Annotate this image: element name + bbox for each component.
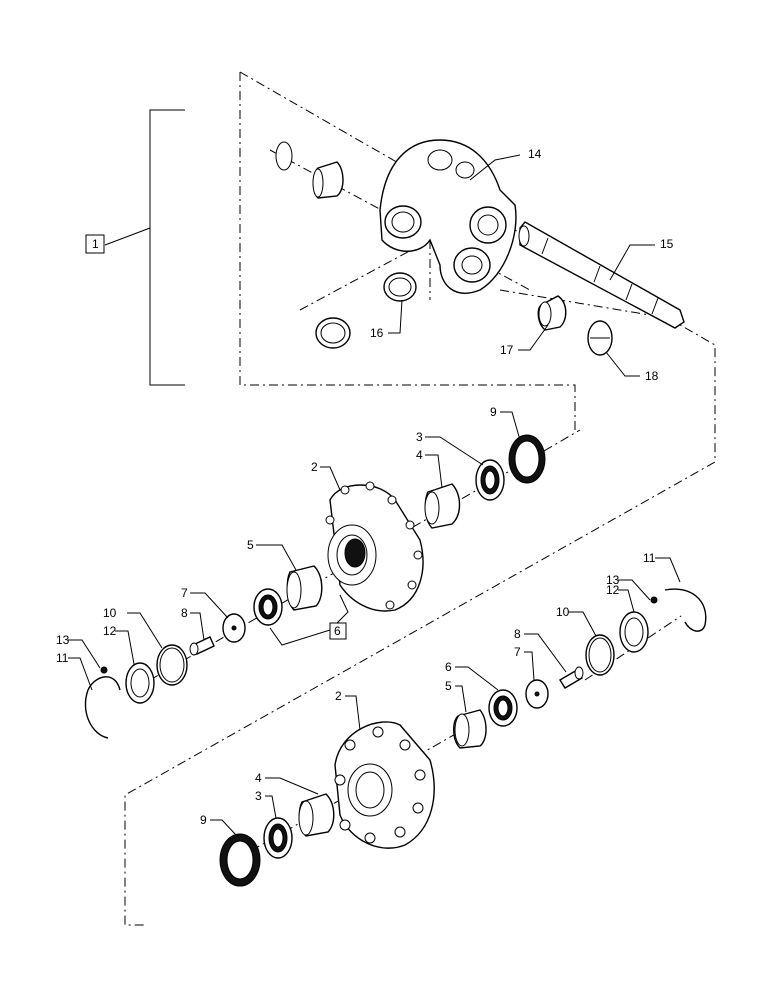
bolt-8-right [559, 666, 584, 689]
callout-10-right: 10 [556, 605, 570, 619]
callout-14: 14 [528, 147, 542, 161]
seal-ring-lower-left [315, 317, 351, 349]
callout-18: 18 [645, 369, 659, 383]
callout-12-right: 12 [606, 583, 620, 597]
callout-labels: 1 14 15 16 17 18 9 3 4 2 5 6 7 8 10 12 1… [56, 147, 674, 827]
callout-9-upper: 9 [490, 405, 497, 419]
callout-2-lower: 2 [335, 689, 342, 703]
pivot-shaft [518, 221, 685, 329]
callout-4-upper: 4 [416, 448, 423, 462]
bearing-cup-4-upper [424, 483, 461, 529]
callout-17: 17 [500, 343, 514, 357]
bearing-cup-5-lower [453, 709, 487, 749]
bearing-cone-3-upper [475, 459, 505, 501]
washer-7-upper [222, 613, 246, 643]
callout-1: 1 [92, 237, 99, 251]
callout-13-right: 13 [606, 573, 620, 587]
seal-9-lower [219, 833, 261, 887]
callout-3-lower: 3 [255, 789, 262, 803]
snap-ring-11-upper [84, 676, 121, 739]
callout-10-upper: 10 [103, 606, 117, 620]
callout-7-right: 7 [514, 645, 521, 659]
callout-16: 16 [370, 326, 384, 340]
callout-8-upper: 8 [181, 606, 188, 620]
callout-7-upper: 7 [181, 586, 188, 600]
callout-5-lower: 5 [445, 679, 452, 693]
bushing-upper-left [275, 141, 344, 199]
bearing-cone-6-upper [253, 588, 283, 626]
callout-2-upper: 2 [311, 460, 318, 474]
seal-ring-16 [383, 272, 417, 302]
plug-18 [587, 320, 613, 356]
callout-box-6 [329, 622, 347, 640]
wheel-hub-lower [334, 721, 435, 849]
assembly-bracket [85, 109, 185, 386]
washer-7-right [525, 679, 549, 709]
cap-12-right [619, 611, 649, 653]
pivot-bracket [379, 139, 517, 294]
callout-box-1 [85, 234, 105, 254]
callout-3-upper: 3 [416, 430, 423, 444]
sub-assembly-bracket-6 [269, 594, 349, 646]
leader-lines [68, 154, 681, 836]
plug-13-right [650, 596, 658, 604]
wheel-hub-upper [325, 481, 424, 612]
bearing-cone-3-lower [263, 817, 293, 859]
callout-6-lower: 6 [445, 660, 452, 674]
callout-12-upper: 12 [103, 624, 117, 638]
callout-5-upper: 5 [247, 538, 254, 552]
snap-ring-11-right [664, 588, 707, 632]
bearing-cup-5-upper [286, 565, 323, 611]
callout-8-right: 8 [514, 627, 521, 641]
callout-6-upper: 6 [334, 624, 341, 638]
callout-11-upper: 11 [56, 651, 69, 665]
callout-4-lower: 4 [255, 771, 262, 785]
seal-9-upper [508, 434, 546, 484]
callout-11-right: 11 [643, 551, 656, 565]
bolt-8-upper [189, 636, 215, 656]
bearing-cup-4-lower [298, 793, 335, 837]
bearing-cone-6-lower [488, 689, 518, 727]
callout-9-lower: 9 [200, 813, 207, 827]
plug-13-upper [100, 666, 108, 674]
callout-15: 15 [660, 237, 674, 251]
o-ring-10-upper [156, 644, 188, 686]
callout-13-upper: 13 [56, 633, 70, 647]
bushing-17 [537, 295, 567, 331]
o-ring-10-right [585, 634, 615, 676]
cap-12-upper [125, 662, 155, 704]
